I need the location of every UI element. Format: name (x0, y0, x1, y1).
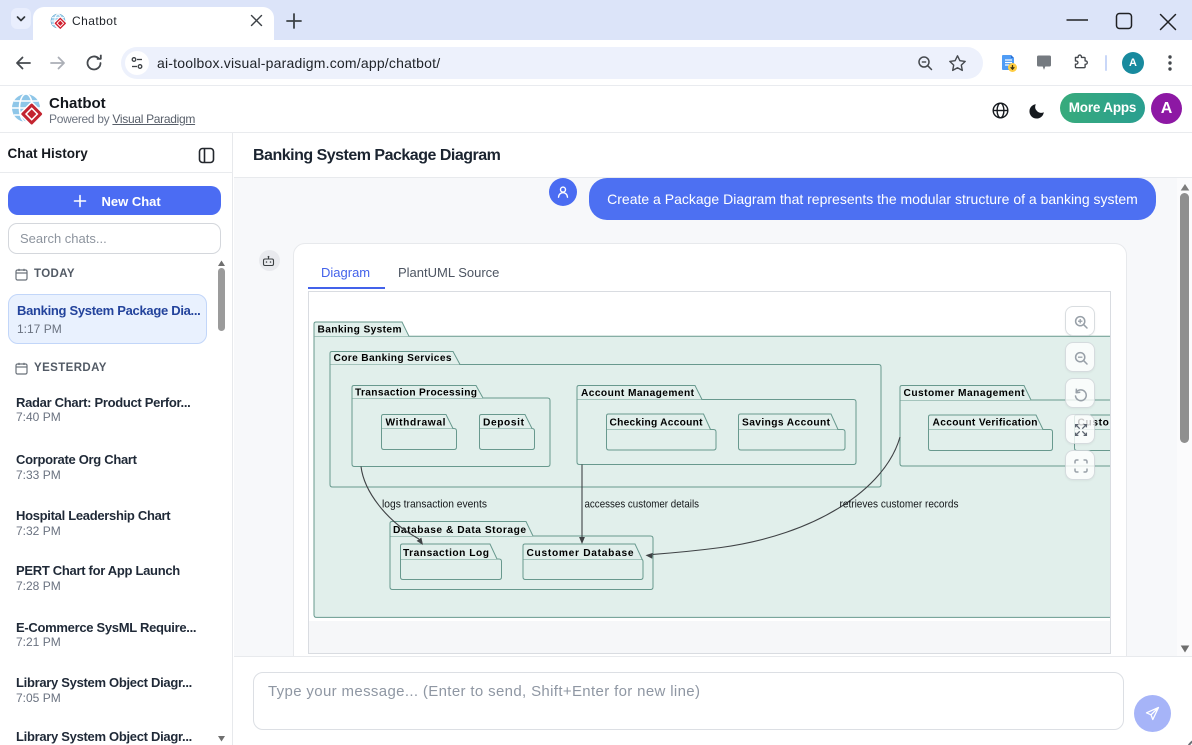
svg-text:Customer Management: Customer Management (903, 388, 1025, 399)
svg-text:accesses customer details: accesses customer details (584, 499, 699, 511)
svg-text:Account Verification: Account Verification (932, 418, 1037, 429)
svg-text:logs transaction events: logs transaction events (382, 499, 487, 511)
svg-text:Transaction Log: Transaction Log (403, 548, 489, 559)
svg-text:Transaction Processing: Transaction Processing (355, 388, 477, 399)
svg-text:Checking Account: Checking Account (609, 418, 703, 429)
svg-text:Savings Account: Savings Account (742, 418, 831, 429)
svg-text:Banking System: Banking System (317, 325, 401, 336)
svg-text:Withdrawal: Withdrawal (385, 418, 445, 429)
svg-text:Core Banking Services: Core Banking Services (333, 353, 451, 364)
svg-text:Account Management: Account Management (581, 388, 695, 399)
svg-text:Deposit: Deposit (483, 418, 525, 429)
svg-text:Customer Database: Customer Database (526, 548, 633, 559)
svg-text:Database & Data Storage: Database & Data Storage (393, 525, 526, 536)
svg-text:retrieves customer records: retrieves customer records (839, 499, 958, 511)
